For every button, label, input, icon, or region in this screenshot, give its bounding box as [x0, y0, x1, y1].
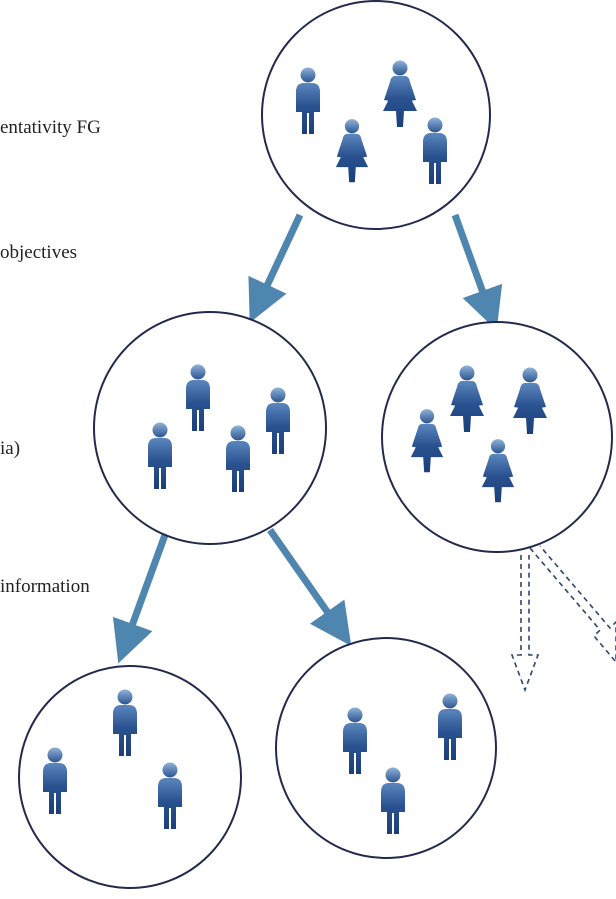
label-criteria: ia) — [0, 438, 21, 459]
male-person-icon — [296, 67, 320, 134]
label-representativity: entativity FG — [0, 117, 101, 138]
people-layer — [43, 60, 547, 834]
dashed-arrows — [510, 545, 616, 693]
bottom-middle-group-circle — [275, 637, 497, 859]
arrow-top-to-right — [451, 213, 503, 331]
female-person-icon — [383, 60, 417, 127]
top-group-circle — [261, 0, 491, 230]
male-person-icon — [43, 747, 67, 814]
arrow-left-to-bottom-left — [112, 533, 169, 664]
label-information: information — [0, 576, 90, 597]
male-person-icon — [186, 364, 210, 431]
label-objectives: objectives — [0, 242, 78, 263]
male-person-icon — [423, 117, 447, 184]
male-person-icon — [226, 425, 250, 492]
group-circles — [18, 0, 613, 889]
female-person-icon — [335, 119, 369, 183]
left-middle-group-circle — [93, 311, 327, 545]
dashed-arrow-diagonal — [529, 545, 616, 664]
female-person-icon — [450, 365, 484, 432]
male-person-icon — [158, 762, 182, 829]
arrow-left-to-bottom-middle — [267, 527, 352, 647]
female-person-icon — [513, 367, 547, 434]
arrows — [112, 213, 503, 664]
male-person-icon — [343, 707, 367, 774]
bottom-left-group-circle — [18, 665, 242, 889]
male-person-icon — [113, 689, 137, 756]
female-person-icon — [410, 409, 444, 473]
male-person-icon — [266, 387, 290, 454]
arrow-top-to-left — [248, 213, 304, 323]
dashed-arrow-down — [510, 555, 540, 693]
male-person-icon — [148, 422, 172, 489]
male-person-icon — [438, 693, 462, 760]
male-person-icon — [381, 767, 405, 834]
right-middle-group-circle — [381, 321, 613, 553]
female-person-icon — [481, 439, 515, 503]
